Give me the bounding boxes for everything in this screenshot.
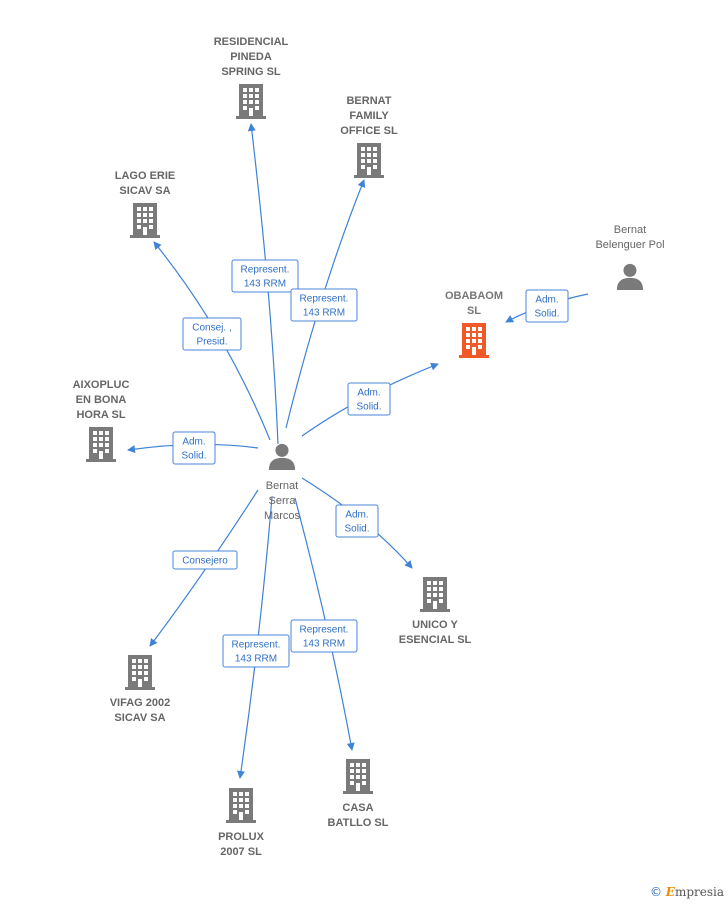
edge-label-text: Adm. <box>182 437 205 448</box>
node-label: FAMILY <box>349 110 389 122</box>
node-label: HORA SL <box>76 409 125 421</box>
building-icon <box>86 427 116 462</box>
node-label: PINEDA <box>230 51 272 63</box>
building-icon <box>420 577 450 612</box>
edge-label-box <box>172 431 216 465</box>
node-label: UNICO Y <box>412 619 458 631</box>
person-icon <box>616 263 644 290</box>
copyright-icon: © <box>649 885 662 899</box>
building-icon <box>125 655 155 690</box>
node-label: Bernat <box>266 480 298 492</box>
node-residencial[interactable]: RESIDENCIAL PINEDA SPRING SL <box>214 36 289 119</box>
brand-name: mpresia <box>674 885 724 899</box>
edge-label-box <box>347 382 391 416</box>
node-label: 2007 SL <box>220 846 262 858</box>
edge-label-text: Adm. <box>357 388 380 399</box>
empresia-watermark: © Empresia <box>650 885 724 899</box>
edge-label-box <box>172 550 238 570</box>
edge-label-center-to-unico: Adm. Solid. <box>335 504 379 538</box>
node-label: SICAV SA <box>114 712 165 724</box>
node-label: Bernat <box>614 224 646 236</box>
edge-labels-layer: Represent. 143 RRM Represent. 143 RRM Consej… <box>172 259 569 668</box>
edge-label-center-to-vifag: Consejero <box>172 550 238 570</box>
building-icon <box>226 788 256 823</box>
building-icon <box>343 759 373 794</box>
edge-label-text: Solid. <box>356 402 381 413</box>
node-label: Serra <box>269 495 297 507</box>
edge-label-box <box>182 317 242 351</box>
edge-label-text: 143 RRM <box>244 279 286 290</box>
node-label: VIFAG 2002 <box>110 697 171 709</box>
node-label: OBABAOM <box>445 290 503 302</box>
building-icon <box>354 143 384 178</box>
edge-label-box <box>335 504 379 538</box>
node-obabaom[interactable]: OBABAOM SL <box>445 290 503 358</box>
edge-center-to-vifag <box>149 489 259 647</box>
edge-label-text: Represent. <box>300 625 349 636</box>
edge-label-center-to-aixopluc: Adm. Solid. <box>172 431 216 465</box>
node-label: Marcos <box>264 510 301 522</box>
person-icon <box>268 443 296 470</box>
edge-label-box <box>525 289 569 323</box>
node-label: ESENCIAL SL <box>399 634 472 646</box>
edge-label-box <box>231 259 299 293</box>
brand-initial: E <box>665 885 675 899</box>
node-label: EN BONA <box>76 394 127 406</box>
edge-label-text: 143 RRM <box>303 308 345 319</box>
edge-label-center-to-bernat_family: Represent. 143 RRM <box>290 288 358 322</box>
edge-label-text: Solid. <box>534 309 559 320</box>
edge-label-text: Consejero <box>182 556 228 567</box>
edge-label-text: Represent. <box>241 265 290 276</box>
edge-label-center-to-lago: Consej. , Presid. <box>182 317 242 351</box>
edge-label-text: Adm. <box>535 295 558 306</box>
node-label: BATLLO SL <box>328 817 389 829</box>
edge-label-center-to-prolux: Represent. 143 RRM <box>222 634 290 668</box>
node-label: SICAV SA <box>119 185 170 197</box>
edge-label-text: Adm. <box>345 510 368 521</box>
node-prolux[interactable]: PROLUX 2007 SL <box>218 788 265 858</box>
node-label: AIXOPLUC <box>73 379 130 391</box>
node-label: CASA <box>342 802 373 814</box>
edge-label-belenguer-to-obabaom: Adm. Solid. <box>525 289 569 323</box>
edge-label-text: Presid. <box>196 337 227 348</box>
node-bernat_family[interactable]: BERNAT FAMILY OFFICE SL <box>340 95 398 178</box>
edge-label-box <box>290 619 358 653</box>
edge-label-text: Solid. <box>181 451 206 462</box>
node-aixopluc[interactable]: AIXOPLUC EN BONA HORA SL <box>73 379 130 462</box>
node-label: BERNAT <box>346 95 391 107</box>
edge-label-text: Consej. , <box>192 323 231 334</box>
edge-label-center-to-obabaom: Adm. Solid. <box>347 382 391 416</box>
node-label: RESIDENCIAL <box>214 36 289 48</box>
node-label: SPRING SL <box>221 66 281 78</box>
node-label: SL <box>467 305 481 317</box>
edge-label-text: Represent. <box>232 640 281 651</box>
edge-label-text: 143 RRM <box>303 639 345 650</box>
edge-label-center-to-residencial: Represent. 143 RRM <box>231 259 299 293</box>
node-label: Belenguer Pol <box>595 239 664 251</box>
edge-label-center-to-casa: Represent. 143 RRM <box>290 619 358 653</box>
edge-label-box <box>290 288 358 322</box>
node-label: OFFICE SL <box>340 125 398 137</box>
node-lago[interactable]: LAGO ERIE SICAV SA <box>115 170 176 238</box>
node-label: LAGO ERIE <box>115 170 176 182</box>
node-casa[interactable]: CASA BATLLO SL <box>328 759 389 829</box>
node-label: PROLUX <box>218 831 265 843</box>
building-icon <box>130 203 160 238</box>
node-unico[interactable]: UNICO Y ESENCIAL SL <box>399 577 472 646</box>
edge-label-text: Solid. <box>344 524 369 535</box>
edge-label-text: 143 RRM <box>235 654 277 665</box>
building-icon <box>236 84 266 119</box>
edge-label-box <box>222 634 290 668</box>
edge-label-text: Represent. <box>300 294 349 305</box>
building-icon-highlighted <box>459 323 489 358</box>
